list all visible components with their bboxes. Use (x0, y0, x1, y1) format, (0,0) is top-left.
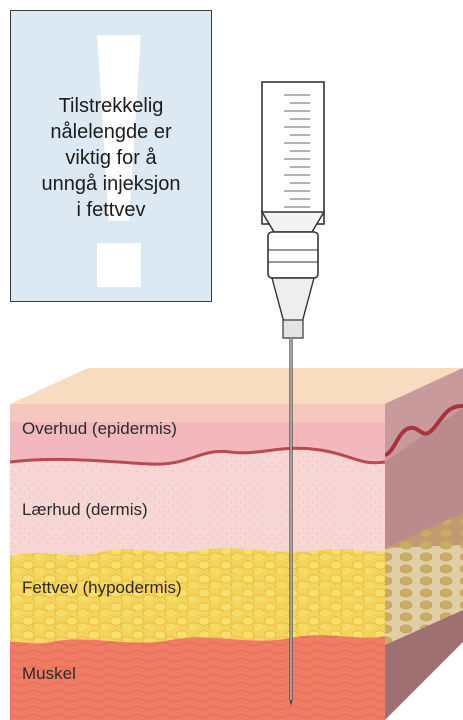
skin-block-side (385, 368, 463, 720)
needle-hub (268, 232, 318, 278)
note-text: Tilstrekkelig nålelengde er viktig for å… (11, 93, 211, 223)
note-line: viktig for å (11, 145, 211, 171)
note-line: Tilstrekkelig (11, 93, 211, 119)
label-epidermis: Overhud (epidermis) (22, 419, 177, 439)
label-muscle: Muskel (22, 664, 76, 684)
skin-top-surface (10, 368, 463, 404)
note-line: nålelengde er (11, 119, 211, 145)
note-line: unngå injeksjon (11, 171, 211, 197)
label-dermis: Lærhud (dermis) (22, 500, 148, 520)
label-hypodermis: Fettvev (hypodermis) (22, 578, 182, 598)
warning-note: Tilstrekkelig nålelengde er viktig for å… (10, 10, 212, 302)
note-line: i fettvev (11, 197, 211, 223)
